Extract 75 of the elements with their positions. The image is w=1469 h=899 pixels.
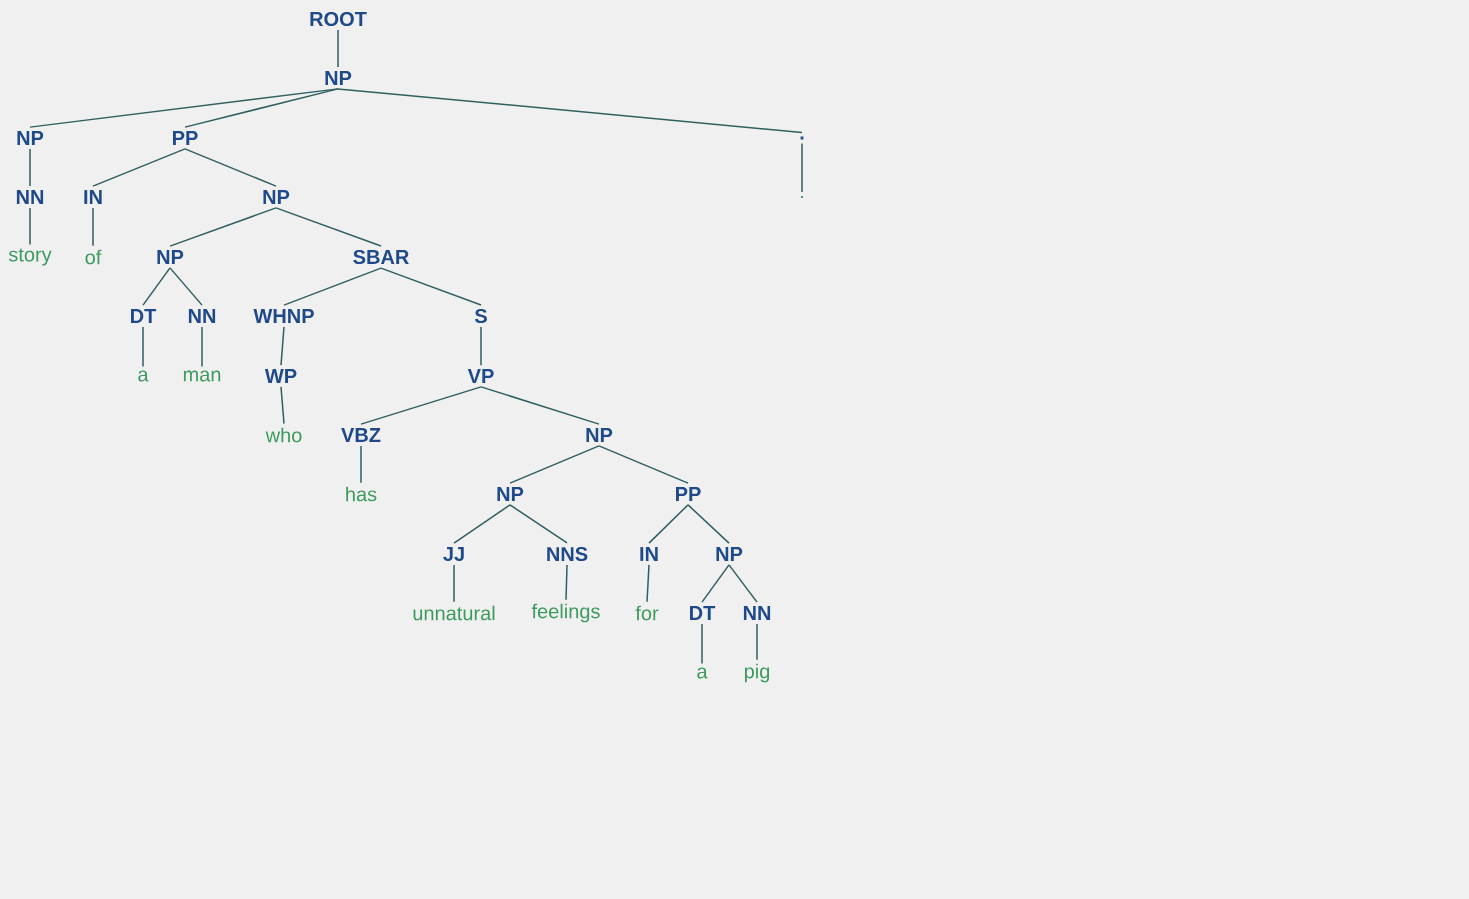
tag-label: DT (131, 309, 157, 323)
word-label: unnatural (413, 605, 495, 621)
tag-label: VBZ (341, 428, 381, 442)
tag-label: NN (16, 190, 44, 204)
tree-branch (283, 267, 382, 306)
tag-label: DT (690, 606, 716, 620)
tag-label: NP (17, 131, 44, 145)
tree-branch (92, 148, 186, 187)
tag-label: S (474, 308, 487, 324)
tag-label: PP (676, 487, 701, 501)
tag-label: NN (188, 309, 216, 323)
tag-label: WP (264, 369, 297, 383)
tree-branch (701, 564, 730, 603)
tree-branch (480, 326, 482, 366)
tree-branch (648, 504, 689, 544)
tree-branch (728, 564, 758, 603)
tree-branch (275, 207, 382, 247)
tree-branch (280, 386, 285, 425)
tree-branch (701, 623, 703, 665)
tree-branch (453, 504, 511, 544)
tag-label: WHNP (253, 309, 314, 323)
tree-branch (280, 326, 285, 366)
tag-label: NP (497, 487, 524, 501)
word-label: of (85, 249, 102, 265)
tree-branch (184, 148, 277, 187)
tree-branch (169, 207, 277, 247)
word-label: . (801, 195, 803, 199)
tree-branch (142, 326, 144, 368)
tag-label: NP (325, 71, 352, 85)
tag-label: IN (640, 547, 658, 561)
tree-branch (184, 88, 339, 128)
tree-branch (337, 29, 339, 68)
tree-branch (360, 445, 362, 484)
word-label: for (635, 605, 659, 621)
word-label: pig (744, 663, 770, 683)
tag-label: NNS (547, 546, 588, 562)
tree-branch (380, 267, 482, 306)
tag-label: NN (743, 606, 771, 620)
tree-branch (646, 564, 650, 603)
tag-label: JJ (443, 547, 464, 561)
tree-branch (453, 564, 455, 603)
word-label: story (8, 248, 52, 266)
tree-branch (565, 564, 568, 601)
tree-branch (801, 142, 803, 193)
tree-branch (29, 207, 31, 246)
tree-branch (360, 386, 482, 425)
tag-label: NP (586, 428, 613, 442)
tree-branch (756, 623, 758, 661)
tree-branch (169, 267, 203, 306)
tree-branch (509, 504, 568, 544)
tag-label: PP (173, 131, 198, 145)
word-label: has (346, 486, 377, 502)
tag-label: NP (157, 250, 184, 264)
tree-branch (337, 88, 803, 134)
tag-label: NP (263, 190, 290, 204)
word-label: feelings (531, 603, 600, 623)
tree-branch (92, 207, 94, 247)
word-label: a (697, 667, 708, 679)
tree-branch (201, 326, 203, 368)
tree-branch (480, 386, 600, 425)
tree-branch (29, 148, 31, 187)
tag-label: VP (467, 369, 494, 383)
tag-label: . (800, 136, 804, 140)
tree-branch (687, 504, 730, 544)
tag-label: IN (84, 190, 102, 204)
tag-label: ROOT (310, 11, 367, 27)
word-label: man (183, 370, 221, 382)
tree-branch (29, 88, 339, 128)
tree-branch (142, 267, 171, 306)
tag-label: SBAR (353, 249, 409, 265)
tree-branch (598, 445, 689, 484)
word-label: who (265, 427, 302, 443)
tag-label: NP (716, 547, 743, 561)
tree-branch (509, 445, 600, 484)
word-label: a (138, 370, 149, 382)
